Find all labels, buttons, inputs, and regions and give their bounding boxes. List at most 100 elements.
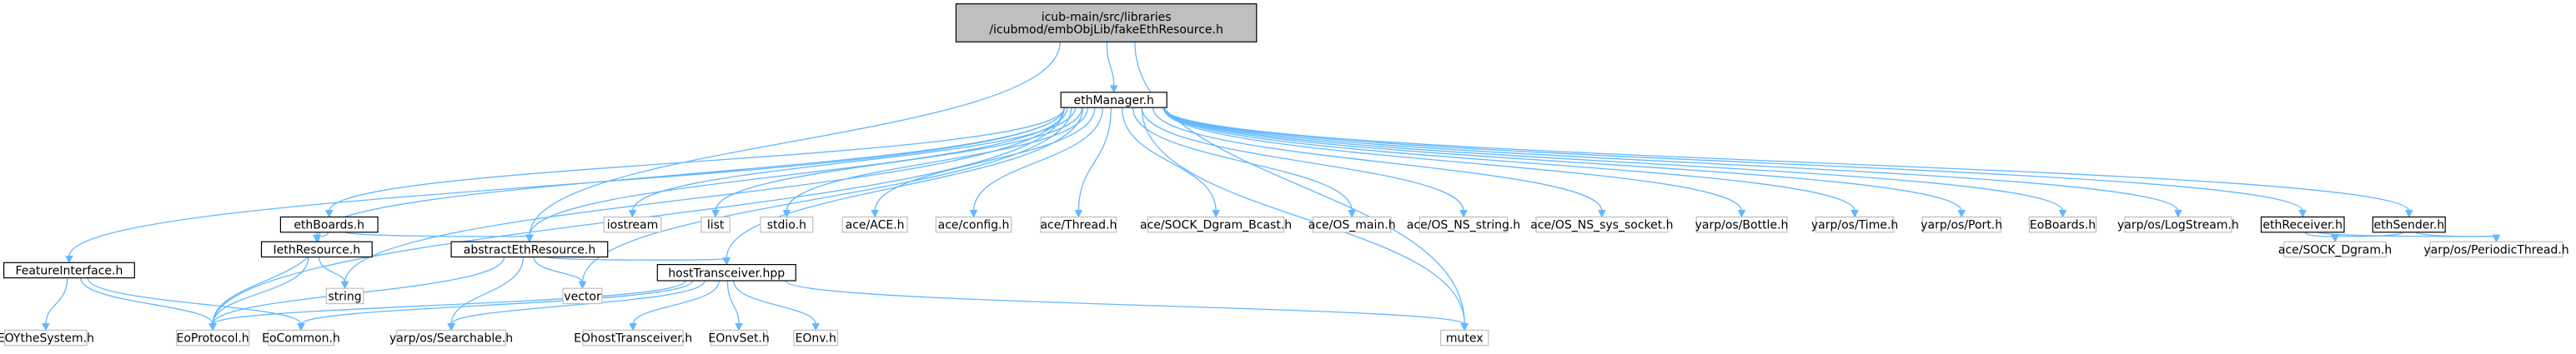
node-label-aceconfig: ace/config.h [938, 219, 1010, 232]
edge-hostTransceiver-to-EoProtocol [212, 280, 686, 325]
node-box-yarpBottle [1695, 216, 1788, 233]
arrowhead-hostTransceiver-to-mutex [1460, 322, 1469, 332]
edge-hostTransceiver-to-EoCommon [300, 280, 694, 325]
node-ethBoards[interactable]: ethBoards.h [279, 216, 379, 233]
node-label-EoProtocol: EoProtocol.h [177, 332, 249, 346]
node-label-ethBoards: ethBoards.h [294, 219, 364, 232]
arrowhead-ethManager-to-aceACE [871, 209, 879, 218]
node-box-EoBoards [2028, 216, 2097, 233]
arrowhead-hostTransceiver-to-EOhostTransceiver [629, 322, 637, 332]
arrowhead-hostTransceiver-to-EoProtocol [208, 322, 217, 332]
node-yarpTime: yarp/os/Time.h [1811, 216, 1898, 233]
arrowhead-ethManager-to-yarpLog [2174, 209, 2182, 218]
node-box-ethReceiver [2260, 216, 2345, 233]
node-label-aceDgram: ace/SOCK_Dgram.h [2278, 243, 2392, 257]
node-label-yarpBottle: yarp/os/Bottle.h [1695, 219, 1789, 232]
edge-ethManager-to-ethSender [1162, 107, 2410, 212]
node-box-IethResource [260, 241, 373, 258]
arrowhead-hostTransceiver-to-yarpSearchable [447, 322, 455, 332]
edge-ethManager-to-string [344, 107, 1065, 283]
node-ethSender[interactable]: ethSender.h [2372, 216, 2446, 233]
node-label-yarpLog: yarp/os/LogStream.h [2117, 219, 2239, 232]
arrowhead-ethManager-to-ethBoards [324, 209, 334, 218]
node-box-vector [562, 287, 603, 305]
edge-ethReceiver-to-yarpPeriodic [2317, 232, 2498, 237]
node-yarpBottle: yarp/os/Bottle.h [1695, 216, 1789, 233]
node-yarpSearchable: yarp/os/Searchable.h [389, 329, 513, 347]
edge-ethManager-to-vector [581, 107, 1072, 283]
node-box-ethSender [2372, 216, 2446, 233]
edge-ethManager-to-aceconfig [972, 107, 1103, 212]
arrowhead-ethManager-to-ethReceiver [2298, 209, 2307, 218]
edge-ethManager-to-IethResource [316, 107, 1065, 237]
node-box-list [700, 216, 731, 233]
node-aceDgram: ace/SOCK_Dgram.h [2278, 241, 2392, 258]
node-root[interactable]: icub-main/src/libraries/icubmod/embObjLi… [955, 2, 1258, 42]
node-label-mutex: mutex [1446, 332, 1484, 346]
node-EoCommon: EoCommon.h [262, 329, 340, 347]
arrowhead-hostTransceiver-to-EoCommon [297, 322, 305, 332]
arrowhead-ethSender-to-aceDgram [2331, 234, 2339, 243]
node-aceconfig: ace/config.h [935, 216, 1012, 233]
node-hostTransceiver[interactable]: hostTransceiver.hpp [656, 264, 796, 282]
arrowhead-ethBoards-to-abstractEthResource [525, 234, 534, 243]
nodes-layer: icub-main/src/libraries/icubmod/embObjLi… [0, 2, 2569, 347]
node-aceOSsocket: ace/OS_NS_sys_socket.h [1530, 216, 1674, 233]
arrowhead-ethManager-to-ethSender [2404, 209, 2413, 218]
node-label-iostream: iostream [607, 219, 659, 232]
node-FeatureInterface[interactable]: FeatureInterface.h [3, 262, 135, 279]
arrowhead-ethSender-to-yarpPeriodic [2492, 234, 2501, 243]
arrowhead-root-to-ethManager [1109, 85, 1118, 93]
node-yarpPeriodic: yarp/os/PeriodicThread.h [2423, 241, 2569, 258]
node-label-EOYtheSystem: EOYtheSystem.h [0, 332, 94, 346]
edge-ethManager-to-yarpBottle [1162, 107, 1743, 212]
edge-FeatureInterface-to-EoProtocol [80, 277, 213, 325]
arrowhead-IethResource-to-string [340, 281, 349, 290]
node-iostream: iostream [603, 216, 662, 233]
node-stdio: stdio.h [760, 216, 814, 233]
arrowhead-ethManager-to-yarpTime [1850, 209, 1859, 218]
node-box-root [955, 2, 1258, 42]
node-label-vector: vector [564, 290, 601, 303]
node-label-FeatureInterface: FeatureInterface.h [15, 265, 123, 278]
node-ethReceiver[interactable]: ethReceiver.h [2260, 216, 2345, 233]
arrowhead-ethManager-to-list [711, 209, 720, 218]
node-box-aceOSstring [1419, 216, 1509, 233]
node-label-yarpPort: yarp/os/Port.h [1921, 219, 2002, 232]
arrowhead-ethManager-to-EoBoards [2058, 209, 2067, 218]
node-label-aceOSstring: ace/OS_NS_string.h [1407, 219, 1520, 232]
edge-ethManager-to-yarpPort [1162, 107, 1962, 212]
node-box-EOnvSet [710, 329, 768, 347]
node-box-EOnv [793, 329, 839, 347]
node-box-aceBcast [1147, 216, 1285, 233]
node-yarpPort: yarp/os/Port.h [1921, 216, 2002, 233]
node-box-stdio [760, 216, 814, 233]
edge-ethManager-to-yarpTime [1162, 107, 1855, 212]
node-box-aceconfig [935, 216, 1012, 233]
node-box-EOhostTransceiver [582, 329, 684, 347]
node-abstractEthResource[interactable]: abstractEthResource.h [450, 241, 609, 258]
arrowhead-hostTransceiver-to-EOnvSet [735, 322, 743, 332]
node-box-aceDgram [2283, 241, 2387, 258]
node-box-EOYtheSystem [4, 329, 88, 347]
edge-IethResource-to-EoProtocol [212, 257, 309, 325]
arrowhead-hostTransceiver-to-EOnv [811, 322, 820, 332]
node-label-aceBcast: ace/SOCK_Dgram_Bcast.h [1140, 219, 1292, 232]
arrowhead-ethBoards-to-IethResource [313, 234, 321, 243]
node-label-aceThread: ace/Thread.h [1040, 219, 1117, 232]
node-IethResource[interactable]: IethResource.h [260, 241, 373, 258]
node-EoBoards: EoBoards.h [2028, 216, 2097, 233]
node-EOnv: EOnv.h [793, 329, 839, 347]
edge-root-to-mutex [1134, 42, 1465, 325]
edge-ethManager-to-hostTransceiver [726, 107, 1084, 259]
node-ethManager[interactable]: ethManager.h [1060, 92, 1167, 108]
node-label-yarpTime: yarp/os/Time.h [1811, 219, 1898, 232]
arrowhead-ethManager-to-aceBcast [1212, 209, 1220, 218]
arrowhead-ethManager-to-yarpBottle [1737, 209, 1746, 218]
edge-hostTransceiver-to-mutex [785, 280, 1465, 325]
node-label-yarpSearchable: yarp/os/Searchable.h [389, 332, 513, 346]
edge-ethManager-to-ethBoards [329, 107, 1065, 212]
node-label-EoBoards: EoBoards.h [2030, 219, 2096, 232]
node-list: list [700, 216, 731, 233]
